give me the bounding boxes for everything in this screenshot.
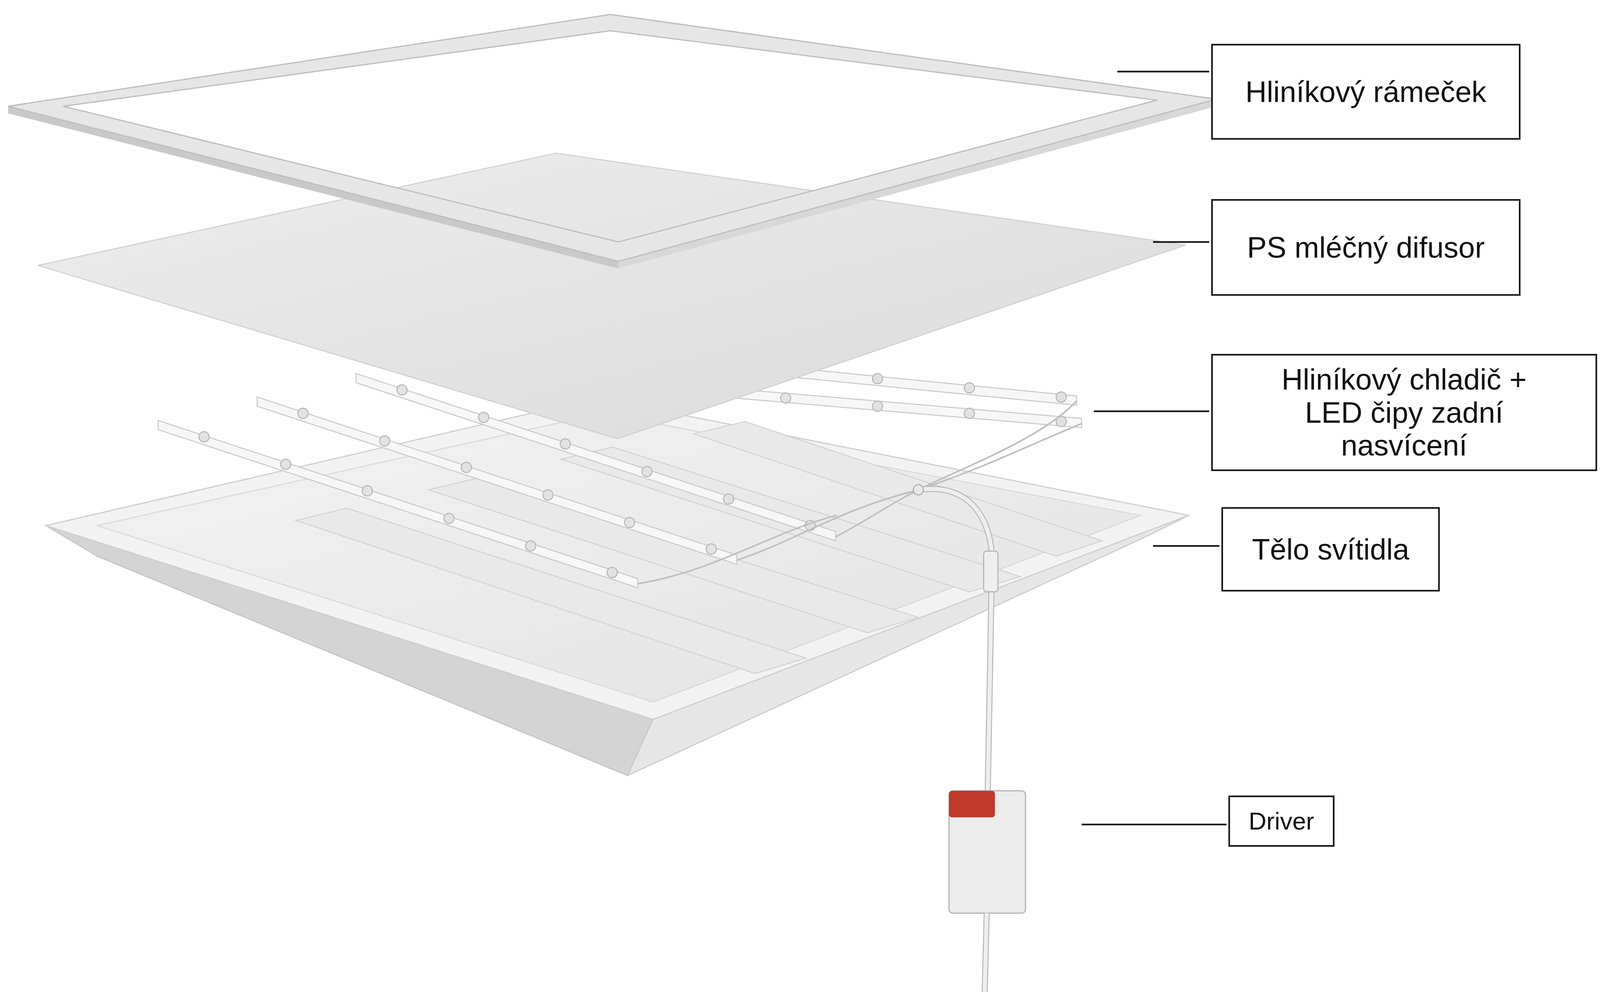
part-label: Tělo svítidla — [1251, 533, 1410, 567]
label-box: PS mléčný difusor — [1211, 199, 1521, 296]
label-box: Driver — [1228, 795, 1335, 847]
leader-line — [1152, 545, 1220, 547]
leader-line — [1152, 241, 1210, 243]
aluminium-frame — [8, 14, 1217, 269]
part-label: Hliníkový rámeček — [1245, 75, 1487, 109]
part-label: Hliníkový chladič + LED čipy zadní nasví… — [1268, 363, 1540, 463]
label-box: Hliníkový rámeček — [1211, 43, 1521, 140]
leader-lines — [1081, 71, 1227, 825]
leader-line — [1093, 410, 1210, 413]
leader-line — [1117, 70, 1210, 73]
diffuser-sheet — [37, 153, 1186, 439]
label-box: Tělo svítidla — [1221, 507, 1440, 592]
part-label: Driver — [1248, 807, 1315, 836]
label-box: Hliníkový chladič + LED čipy zadní nasví… — [1211, 354, 1598, 472]
cable-and-driver — [913, 484, 1026, 992]
leader-line — [1081, 823, 1227, 826]
part-label: PS mléčný difusor — [1246, 231, 1485, 265]
luminaire-body — [45, 398, 1189, 776]
